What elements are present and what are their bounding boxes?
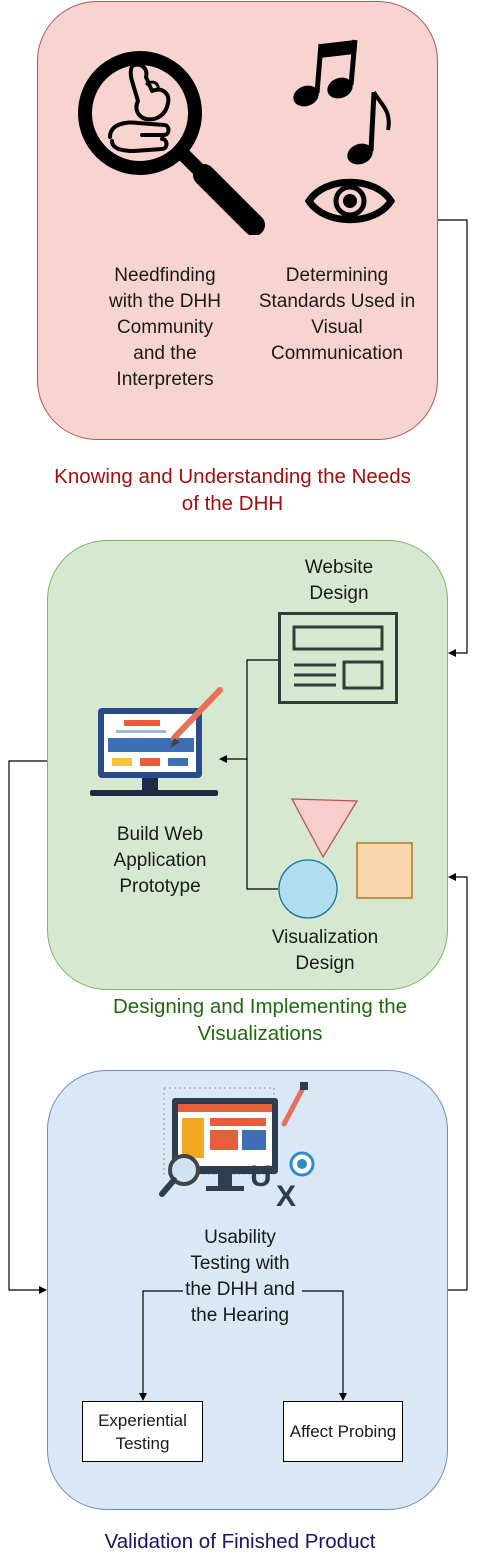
website-design-label: Website Design [304, 557, 374, 604]
triangle-shape [290, 798, 359, 859]
stage3-caption: Validation of Finished Product [104, 1530, 376, 1553]
needfinding-label: Needfinding with the DHH Community and t… [109, 265, 221, 390]
circle-shape [278, 859, 338, 919]
visualization-design-label: Visualization Design [271, 927, 379, 974]
connector-visualization-to-prototype [246, 759, 278, 890]
magnifier-sign-language-icon [78, 51, 265, 235]
website-layout-icon [278, 612, 398, 704]
square-shape [356, 842, 413, 899]
eye-icon [305, 178, 395, 224]
experiential-testing-box: Experiential Testing [82, 1401, 203, 1462]
experiential-testing-label: Experiential Testing [98, 1410, 187, 1453]
connector-usability-to-experiential [139, 1290, 183, 1401]
connector-stage2-to-stage3 [8, 760, 47, 1294]
music-notes-icon [293, 39, 391, 165]
affect-probing-label: Affect Probing [289, 1422, 397, 1441]
affect-probing-box: Affect Probing [283, 1401, 403, 1462]
connector-stage1-to-stage2 [438, 219, 468, 657]
stage2-caption: Designing and Implementing the Visualiza… [112, 995, 408, 1045]
stage1-caption: Knowing and Understanding the Needs of t… [54, 465, 411, 515]
laptop-design-icon [90, 687, 223, 796]
connector-stage3-to-stage2 [448, 873, 468, 1291]
ux-letter-u: U [250, 1160, 272, 1193]
ux-testing-icon: U X [159, 1082, 315, 1208]
usability-testing-label: Usability Testing with the DHH and the H… [185, 1227, 295, 1326]
connector-usability-to-affect [302, 1290, 347, 1401]
ux-letter-x: X [276, 1180, 296, 1208]
build-prototype-label: Build Web Application Prototype [113, 824, 207, 897]
standards-label: Determining Standards Used in Visual Com… [258, 265, 416, 364]
connector-website-to-prototype [219, 659, 278, 763]
